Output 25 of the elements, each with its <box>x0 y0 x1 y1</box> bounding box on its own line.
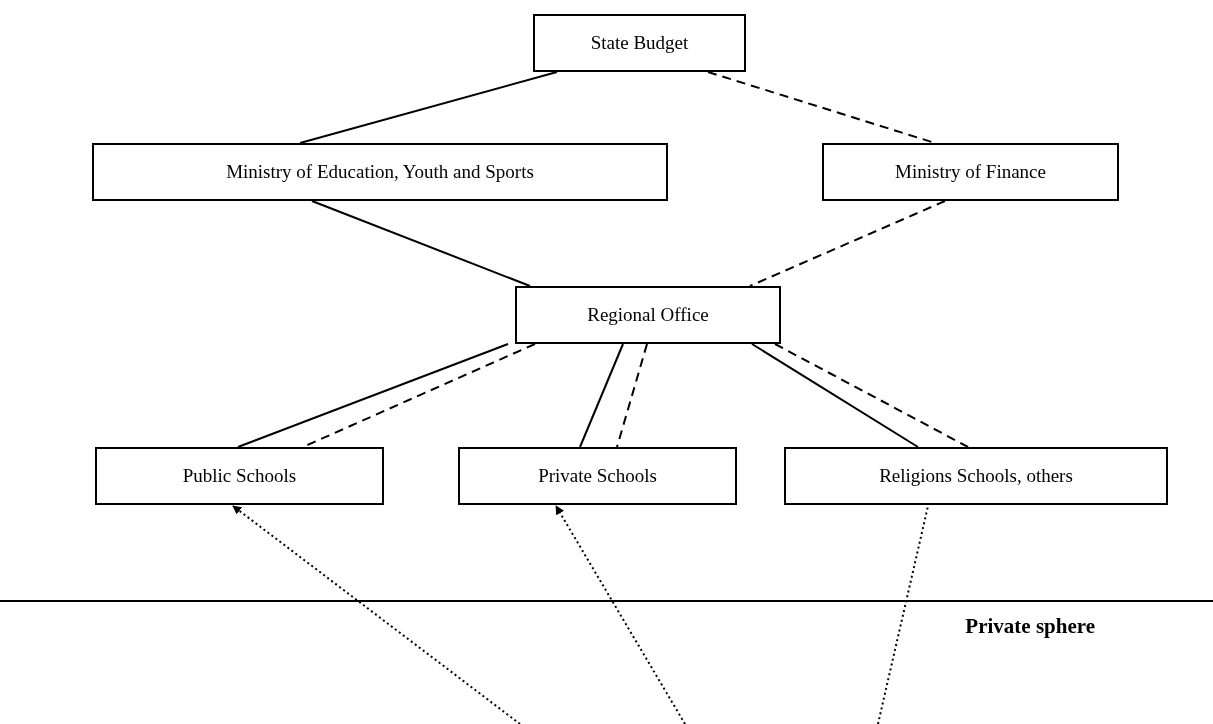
org-box <box>533 14 746 72</box>
box-label: Ministry of Finance <box>895 161 1046 183</box>
connector-line <box>616 343 648 448</box>
box-label: Ministry of Education, Youth and Sports <box>226 161 534 183</box>
box-label: Public Schools <box>182 465 297 487</box>
org-box <box>95 447 384 505</box>
org-box <box>515 286 781 344</box>
box-label: Religions Schools, others <box>879 465 1073 487</box>
connector-line <box>749 200 946 287</box>
sphere-label: Private sphere <box>965 614 1095 639</box>
connector-line <box>299 71 558 144</box>
connector-line <box>751 343 919 448</box>
org-box <box>784 447 1168 505</box>
dotted-arrow <box>555 505 686 724</box>
connector-line <box>311 200 531 287</box>
org-box <box>92 143 668 201</box>
connector-line <box>237 343 509 448</box>
box-label: State Budget <box>590 32 689 54</box>
org-box <box>458 447 737 505</box>
box-label: Private Schools <box>538 465 657 487</box>
dotted-arrow <box>232 505 521 724</box>
box-label: Regional Office <box>587 304 709 326</box>
connector-line <box>579 343 624 448</box>
connector-line <box>774 343 969 448</box>
org-box <box>822 143 1119 201</box>
